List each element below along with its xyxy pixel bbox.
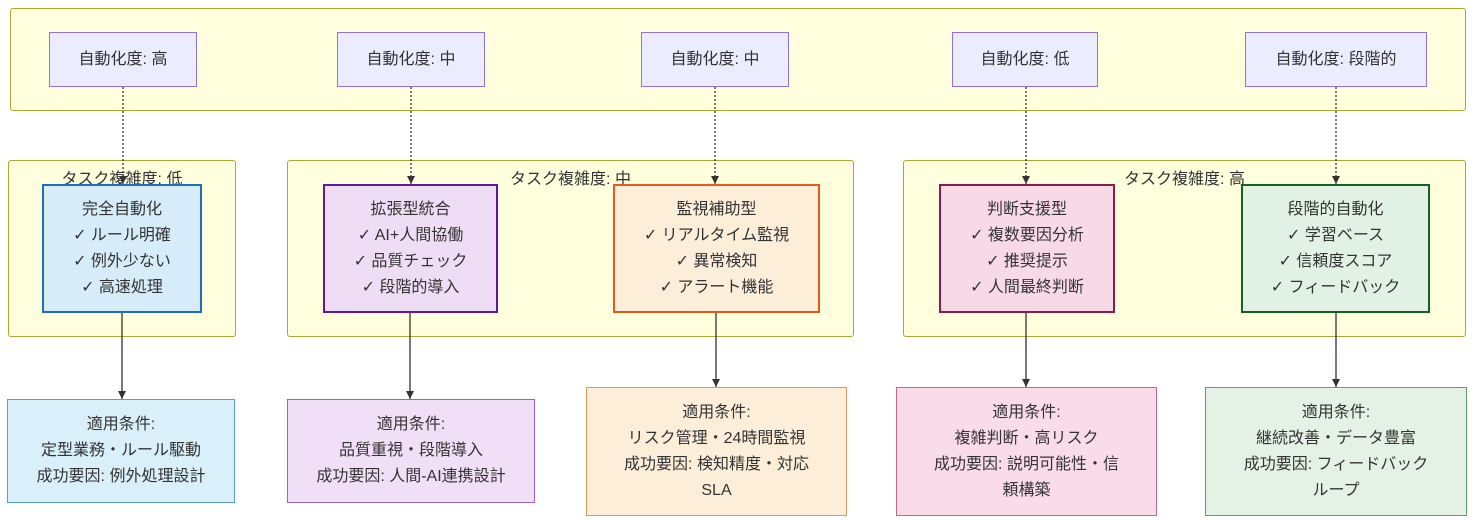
node-title: 完全自動化 — [81, 200, 162, 218]
group-label-high: タスク複雑度: 高 — [1124, 171, 1245, 188]
feature-item: ✓ 信頼度スコア — [1278, 252, 1393, 270]
feature-item: ✓ アラート機能 — [659, 278, 774, 296]
condition-line: 成功要因: フィードバック — [1243, 455, 1429, 473]
condition-line: 適用条件: — [86, 416, 156, 433]
node-decision-support: 判断支援型 ✓ 複数要因分析 ✓ 推奨提示 ✓ 人間最終判断 — [939, 184, 1115, 313]
condition-node-gradual-automation: 適用条件: 継続改善・データ豊富 成功要因: フィードバック ループ — [1205, 387, 1467, 516]
feature-item: ✓ リアルタイム監視 — [643, 226, 790, 244]
group-label-medium: タスク複雑度: 中 — [510, 171, 631, 188]
feature-item: ✓ 学習ベース — [1286, 226, 1385, 244]
automation-level-node-gradual: 自動化度: 段階的 — [1245, 32, 1427, 87]
automation-level-node-low: 自動化度: 低 — [952, 32, 1098, 87]
node-gradual-automation: 段階的自動化 ✓ 学習ベース ✓ 信頼度スコア ✓ フィードバック — [1241, 184, 1430, 313]
condition-line: 成功要因: 例外処理設計 — [36, 468, 206, 485]
feature-item: ✓ 複数要因分析 — [970, 226, 1084, 244]
node-title: 拡張型統合 — [370, 200, 451, 218]
feature-item: ✓ 段階的導入 — [361, 278, 460, 296]
condition-line: 適用条件: — [992, 403, 1061, 421]
condition-line: SLA — [701, 481, 732, 499]
condition-line: ループ — [1312, 481, 1360, 499]
condition-line: リスク管理・24時間監視 — [627, 429, 806, 447]
node-label: 自動化度: 低 — [980, 50, 1070, 68]
condition-line: 成功要因: 説明可能性・信 — [934, 455, 1119, 473]
node-title: 監視補助型 — [676, 200, 757, 218]
condition-line: 適用条件: — [1301, 403, 1371, 421]
condition-line: 複雑判断・高リスク — [954, 429, 1099, 447]
node-monitoring-assist: 監視補助型 ✓ リアルタイム監視 ✓ 異常検知 ✓ アラート機能 — [613, 184, 820, 313]
condition-node-full-automation: 適用条件: 定型業務・ルール駆動 成功要因: 例外処理設計 — [7, 399, 235, 503]
condition-line: 定型業務・ルール駆動 — [40, 442, 201, 459]
node-title: 判断支援型 — [986, 200, 1067, 218]
condition-line: 頼構築 — [1002, 481, 1051, 499]
condition-node-augmented-integration: 適用条件: 品質重視・段階導入 成功要因: 人間-AI連携設計 — [287, 399, 535, 503]
condition-line: 適用条件: — [376, 416, 446, 433]
feature-item: ✓ 例外少ない — [73, 252, 171, 270]
feature-item: ✓ 異常検知 — [675, 252, 758, 270]
feature-item: ✓ フィードバック — [1270, 278, 1401, 296]
node-title: 段階的自動化 — [1287, 200, 1384, 218]
automation-level-node-medium-1: 自動化度: 中 — [337, 32, 485, 87]
feature-item: ✓ 高速処理 — [81, 278, 163, 296]
automation-level-node-medium-2: 自動化度: 中 — [641, 32, 789, 87]
condition-line: 成功要因: 検知精度・対応 — [624, 455, 809, 473]
node-full-automation: 完全自動化 ✓ ルール明確 ✓ 例外少ない ✓ 高速処理 — [42, 184, 202, 313]
feature-item: ✓ AI+人間協働 — [357, 226, 464, 244]
feature-item: ✓ 品質チェック — [353, 252, 468, 270]
feature-item: ✓ 推奨提示 — [986, 252, 1068, 270]
condition-node-decision-support: 適用条件: 複雑判断・高リスク 成功要因: 説明可能性・信 頼構築 — [896, 387, 1157, 516]
condition-node-monitoring-assist: 適用条件: リスク管理・24時間監視 成功要因: 検知精度・対応 SLA — [586, 387, 847, 516]
node-label: 自動化度: 中 — [366, 50, 456, 68]
node-label: 自動化度: 段階的 — [1275, 50, 1397, 68]
feature-item: ✓ 人間最終判断 — [970, 278, 1084, 296]
node-label: 自動化度: 中 — [670, 50, 760, 68]
feature-item: ✓ ルール明確 — [73, 226, 171, 244]
condition-line: 成功要因: 人間-AI連携設計 — [316, 468, 506, 485]
automation-level-node-high: 自動化度: 高 — [49, 32, 197, 87]
condition-line: 品質重視・段階導入 — [338, 442, 483, 459]
condition-line: 適用条件: — [682, 403, 751, 421]
condition-line: 継続改善・データ豊富 — [1255, 429, 1416, 447]
node-label: 自動化度: 高 — [78, 50, 168, 68]
node-augmented-integration: 拡張型統合 ✓ AI+人間協働 ✓ 品質チェック ✓ 段階的導入 — [323, 184, 498, 313]
